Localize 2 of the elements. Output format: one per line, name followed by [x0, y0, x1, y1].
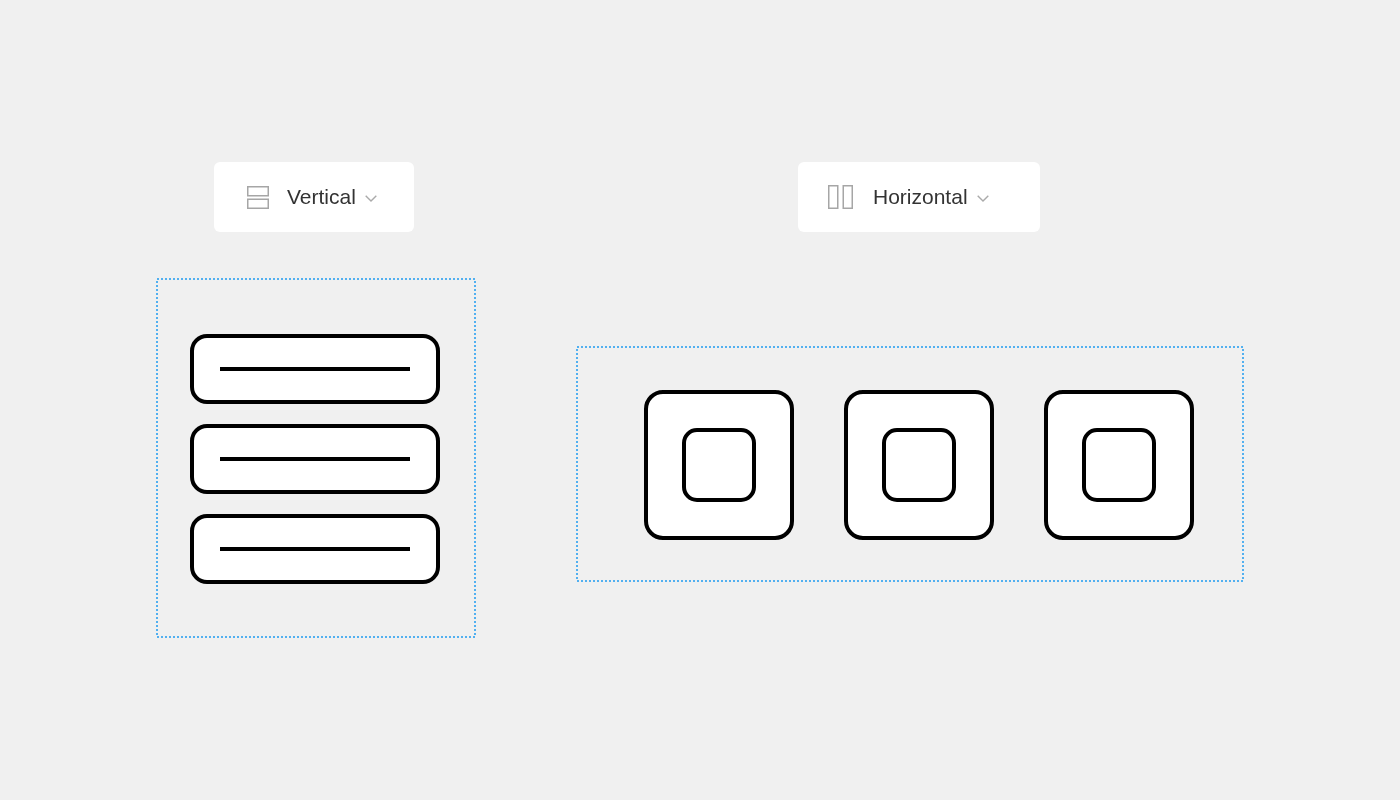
dropdown-select: Vertical: [214, 162, 414, 232]
dropdown-select: Horizontal: [798, 162, 1040, 232]
